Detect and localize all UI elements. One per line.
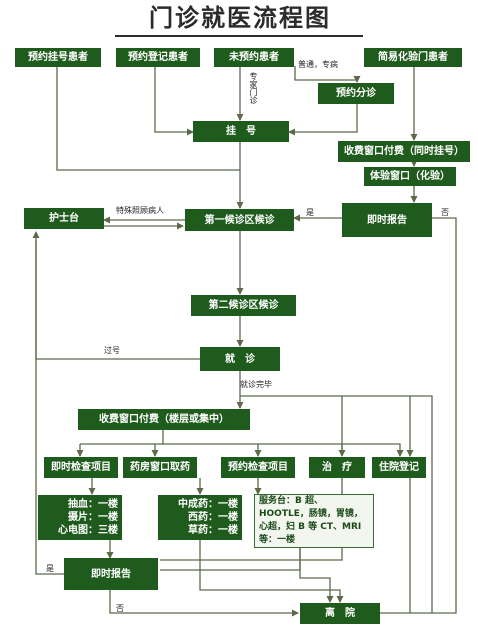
node-instant-report-top: 即时报告 xyxy=(342,203,432,237)
line-report-no xyxy=(351,217,457,617)
label-done: 就诊完毕 xyxy=(240,380,272,389)
line-bottom-yes xyxy=(35,240,64,575)
line-triage-register xyxy=(288,104,358,136)
label-special-care: 特殊照顾病人 xyxy=(116,206,164,215)
node-pharmacy: 药房窗口取药 xyxy=(123,457,197,478)
line-appt-register xyxy=(56,66,240,171)
line-no-appt-triage xyxy=(294,66,361,83)
label-expert-clinic: 专家门诊 xyxy=(249,72,258,104)
page-title: 门诊就医流程图 xyxy=(149,3,331,32)
node-admission: 住院登记 xyxy=(372,457,426,478)
node-service-detail: 服务台：B 超、HOOTLE，肠镜，胃镜，心超，妇 B 等 CT、MRI 等：一… xyxy=(254,494,374,548)
node-treatment: 治 疗 xyxy=(309,457,365,478)
line-consult-down xyxy=(239,371,433,613)
line-pharm-leave xyxy=(199,540,344,603)
line-appt-report xyxy=(160,548,301,571)
node-appt-enroll: 预约登记患者 xyxy=(116,48,200,67)
node-drug-detail: 中成药：一楼 西药：一楼 草药：一楼 xyxy=(158,495,242,540)
node-appt-triage: 预约分诊 xyxy=(318,83,394,104)
label-no-bottom: 否 xyxy=(116,604,124,613)
node-second-wait: 第二候诊区候诊 xyxy=(191,295,296,316)
label-yes-bottom: 是 xyxy=(46,564,54,573)
title-underline xyxy=(115,35,363,37)
node-lab-window: 体验窗口（化验） xyxy=(364,167,456,186)
node-register: 挂 号 xyxy=(193,121,289,142)
node-instant-exam: 即时检查项目 xyxy=(44,457,118,478)
node-cashier-top: 收费窗口付费（同时挂号） xyxy=(338,141,470,162)
line-bottom-no xyxy=(109,590,299,617)
node-appt-exam: 预约检查项目 xyxy=(221,457,295,478)
node-no-appt: 未预约患者 xyxy=(214,48,294,67)
line-appt-enroll xyxy=(154,66,194,136)
label-yes-top: 是 xyxy=(306,208,314,217)
label-normal-special: 普通，专病 xyxy=(298,60,338,69)
node-instant-report-bottom: 即时报告 xyxy=(64,558,158,590)
node-appt-register: 预约挂号患者 xyxy=(15,48,101,67)
line-appt-leave xyxy=(299,548,334,603)
label-no-top: 否 xyxy=(441,208,449,217)
label-missed: 过号 xyxy=(104,346,120,355)
line-missed xyxy=(32,231,200,360)
node-cashier-mid: 收费窗口付费（楼层或集中） xyxy=(78,409,250,430)
node-exam-detail: 抽血：一楼 摄片：一楼 心电图：三楼 xyxy=(38,495,122,540)
node-simple-lab: 简易化验门患者 xyxy=(364,48,462,67)
line-cashier-split xyxy=(162,430,404,457)
node-first-wait: 第一候诊区候诊 xyxy=(185,209,294,231)
node-leave: 离 院 xyxy=(300,603,380,624)
node-consult: 就 诊 xyxy=(200,347,280,371)
node-nurse: 护士台 xyxy=(24,208,104,229)
